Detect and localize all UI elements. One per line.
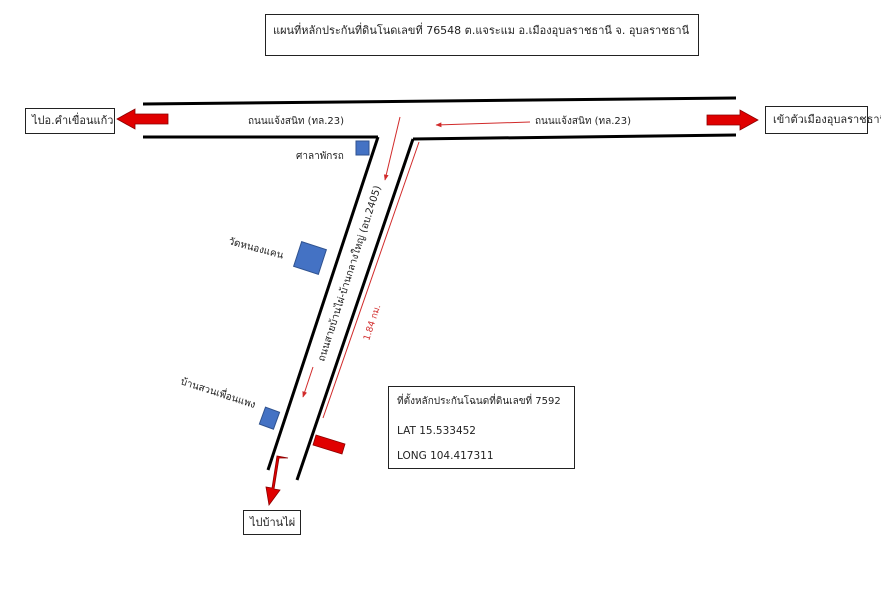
property-info-title: ที่ตั้งหลักประกันโฉนดที่ดินเลขที่ 7592 [397, 396, 561, 407]
road-label-main-left: ถนนแจ้งสนิท (ทล.23) [248, 115, 344, 127]
arrow-icon [116, 108, 169, 130]
main-road-bottom-right-edge [412, 133, 737, 141]
destination-bottom-text: ไปบ้านไผ่ [250, 516, 296, 529]
map-title-text: แผนที่หลักประกันที่ดินโนดเลขที่ 76548 ต.… [273, 24, 690, 37]
destination-left-text: ไปอ.คำเขื่อนแก้ว [32, 114, 114, 127]
arrow-icon [265, 455, 289, 507]
arrow-icon [706, 109, 759, 131]
direction-arrow-turn [383, 116, 401, 181]
landmark-label-village: บ้านสวนเพื่อนแพง [179, 374, 258, 411]
branch-road-left-edge [266, 136, 380, 471]
square-marker-icon [258, 406, 281, 430]
property-marker-icon [312, 434, 346, 455]
property-longitude: LONG 104.417311 [397, 450, 494, 462]
destination-bottom: ไปบ้านไผ่ [243, 510, 301, 535]
destination-right: เข้าตัวเมืองอุบลราชธานี [765, 106, 881, 134]
road-label-main-right: ถนนแจ้งสนิท (ทล.23) [535, 115, 631, 127]
map-title: แผนที่หลักประกันที่ดินโนดเลขที่ 76548 ต.… [265, 14, 699, 56]
distance-label: 1.84 กม. [362, 303, 383, 341]
property-info-box: ที่ตั้งหลักประกันโฉนดที่ดินเลขที่ 7592 L… [388, 386, 575, 469]
landmark-label-sala: ศาลาพักรถ [296, 151, 344, 162]
branch-road-right-edge [295, 138, 415, 481]
property-latitude: LAT 15.533452 [397, 425, 476, 437]
destination-left: ไปอ.คำเขื่อนแก้ว [25, 108, 115, 134]
distance-line [322, 141, 420, 419]
square-marker-icon [355, 140, 370, 156]
square-marker-icon [292, 240, 328, 276]
direction-arrow-main-road [435, 121, 531, 128]
destination-right-text: เข้าตัวเมืองอุบลราชธานี [773, 113, 881, 126]
landmark-label-temple: วัดหนองแคน [227, 236, 284, 261]
direction-arrow-branch [302, 366, 314, 398]
main-road-top-edge [142, 96, 737, 106]
